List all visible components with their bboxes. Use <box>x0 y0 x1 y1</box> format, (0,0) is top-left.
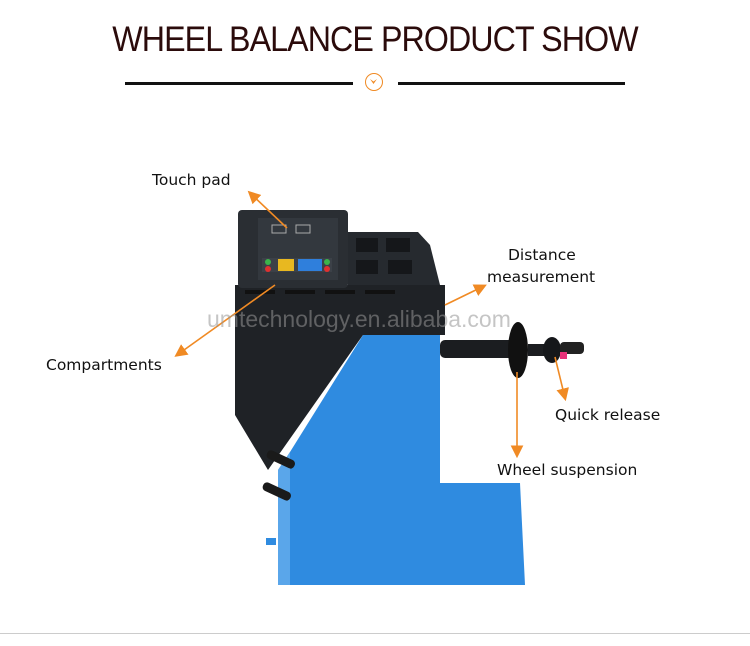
label-quick-release: Quick release <box>555 406 661 424</box>
arrow-compartments <box>174 284 276 357</box>
machine-housing <box>235 210 445 470</box>
callout-arrows <box>174 190 569 459</box>
machine-base <box>266 335 525 585</box>
divider-left <box>125 82 353 85</box>
divider-right <box>398 82 625 85</box>
label-touch-pad: Touch pad <box>152 171 231 189</box>
chevron-down-circle-icon <box>365 73 383 91</box>
shaft-assembly <box>440 322 584 378</box>
label-wheel-suspension: Wheel suspension <box>497 461 638 479</box>
label-compartments: Compartments <box>46 356 162 374</box>
page-title: WHEEL BALANCE PRODUCT SHOW <box>112 20 638 59</box>
arrow-touch-pad <box>247 190 288 229</box>
watermark: umtechnology.en.alibaba.com <box>207 306 511 332</box>
arrow-quick-release <box>554 356 569 402</box>
label-distance-line2: measurement <box>487 268 596 286</box>
handles <box>262 450 295 501</box>
arrow-distance <box>444 284 487 306</box>
bottom-divider <box>0 633 750 634</box>
label-distance-line1: Distance <box>508 246 576 264</box>
